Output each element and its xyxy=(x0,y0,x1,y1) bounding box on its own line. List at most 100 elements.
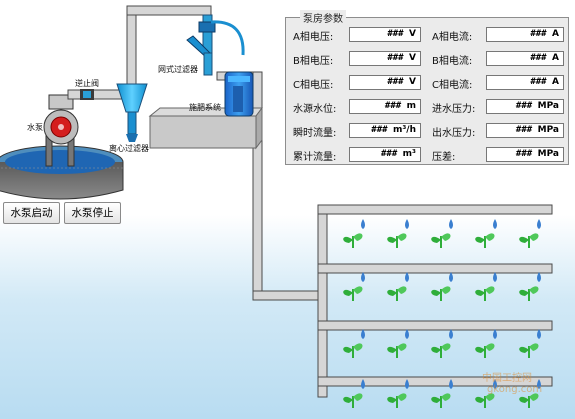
water-drop-icon xyxy=(537,379,541,389)
param-unit: A xyxy=(552,29,559,39)
water-drop-icon xyxy=(493,329,497,339)
right-param-value: ### A xyxy=(486,75,564,90)
param-value-text: ### xyxy=(387,53,404,63)
mesh-filter xyxy=(186,14,245,76)
plant-icon xyxy=(343,233,363,248)
plant-icon xyxy=(519,233,539,248)
param-unit: MPa xyxy=(537,149,559,159)
left-param-value: ### V xyxy=(349,51,421,66)
plant-icon xyxy=(343,286,363,301)
param-unit: m³ xyxy=(402,149,416,159)
param-unit: V xyxy=(409,29,416,39)
plant-icon xyxy=(387,393,407,408)
param-unit: MPa xyxy=(537,125,559,135)
left-param-value: ### m³/h xyxy=(349,123,421,138)
param-unit: A xyxy=(552,77,559,87)
water-drop-icon xyxy=(493,272,497,282)
water-drop-icon xyxy=(361,379,365,389)
water-drop-icon xyxy=(361,219,365,229)
left-param-label: 累计流量: xyxy=(293,152,337,163)
right-param-label: 压差: xyxy=(432,152,456,163)
right-param-value: ### A xyxy=(486,51,564,66)
param-unit: MPa xyxy=(537,101,559,111)
param-value-text: ### xyxy=(380,149,398,159)
pump-label: 水泵 xyxy=(27,123,43,132)
param-value-text: ### xyxy=(387,29,404,39)
pump-start-button[interactable]: 水泵启动 xyxy=(3,202,60,224)
param-unit: m xyxy=(406,101,416,111)
right-param-value: ### A xyxy=(486,27,564,42)
plant-icon xyxy=(519,343,539,358)
param-value-text: ### xyxy=(530,53,547,63)
plant-icon xyxy=(343,393,363,408)
water-drop-icon xyxy=(361,272,365,282)
pump-stop-button[interactable]: 水泵停止 xyxy=(64,202,121,224)
plant-icon xyxy=(387,343,407,358)
water-drop-icon xyxy=(537,272,541,282)
plant-icon xyxy=(431,343,451,358)
fertilizer-tank xyxy=(224,71,254,117)
plant-icon xyxy=(519,393,539,408)
check-valve xyxy=(80,89,94,100)
param-unit: V xyxy=(409,77,416,87)
plant-icon xyxy=(387,286,407,301)
left-param-label: A相电压: xyxy=(293,32,334,43)
right-param-label: 出水压力: xyxy=(432,128,476,139)
water-well xyxy=(0,145,124,200)
param-unit: A xyxy=(552,53,559,63)
right-param-label: C相电流: xyxy=(432,80,473,91)
watermark-text: 中国工控网 xyxy=(482,373,532,384)
plant-icon xyxy=(519,286,539,301)
param-value-text: ### xyxy=(530,29,547,39)
water-drop-icon xyxy=(537,219,541,229)
param-value-text: ### xyxy=(384,101,402,111)
field-pipes xyxy=(317,204,553,387)
right-param-label: A相电流: xyxy=(432,32,473,43)
water-drop-icon xyxy=(405,219,409,229)
water-drop-icon xyxy=(449,272,453,282)
param-value-text: ### xyxy=(515,149,533,159)
param-value-text: ### xyxy=(371,125,388,135)
param-unit: V xyxy=(409,53,416,63)
water-drop-icon xyxy=(361,329,365,339)
left-param-value: ### m³ xyxy=(349,147,421,162)
left-param-value: ### V xyxy=(349,75,421,90)
panel-title: 泵房参数 xyxy=(300,10,346,25)
plant-icon xyxy=(431,393,451,408)
watermark-url: gkong.com xyxy=(487,384,543,395)
right-param-label: 进水压力: xyxy=(432,104,476,115)
plant-icon xyxy=(431,286,451,301)
left-param-label: 瞬时流量: xyxy=(293,128,337,139)
plant-icon xyxy=(343,343,363,358)
water-drop-icon xyxy=(537,329,541,339)
left-param-value: ### V xyxy=(349,27,421,42)
param-value-text: ### xyxy=(387,77,404,87)
plant-icon xyxy=(475,343,495,358)
plant-grid xyxy=(343,219,541,408)
left-param-label: B相电压: xyxy=(293,56,334,67)
plant-icon xyxy=(387,233,407,248)
param-value-text: ### xyxy=(530,77,547,87)
fertilizer-system-label: 施肥系统 xyxy=(189,103,221,112)
water-drop-icon xyxy=(449,219,453,229)
plant-icon xyxy=(475,393,495,408)
water-drop-icon xyxy=(405,272,409,282)
centrifugal-filter xyxy=(116,83,148,142)
right-param-value: ### MPa xyxy=(486,99,564,114)
left-param-label: C相电压: xyxy=(293,80,334,91)
param-value-text: ### xyxy=(515,101,533,111)
plant-icon xyxy=(431,233,451,248)
water-drop-icon xyxy=(493,379,497,389)
right-param-value: ### MPa xyxy=(486,147,564,162)
param-unit: m³/h xyxy=(392,125,416,135)
water-drop-icon xyxy=(405,379,409,389)
water-drop-icon xyxy=(449,379,453,389)
right-param-label: B相电流: xyxy=(432,56,473,67)
param-value-text: ### xyxy=(515,125,533,135)
centrifugal-filter-label: 离心过滤器 xyxy=(109,144,149,153)
water-pump xyxy=(43,94,79,167)
right-param-value: ### MPa xyxy=(486,123,564,138)
left-param-value: ### m xyxy=(349,99,421,114)
